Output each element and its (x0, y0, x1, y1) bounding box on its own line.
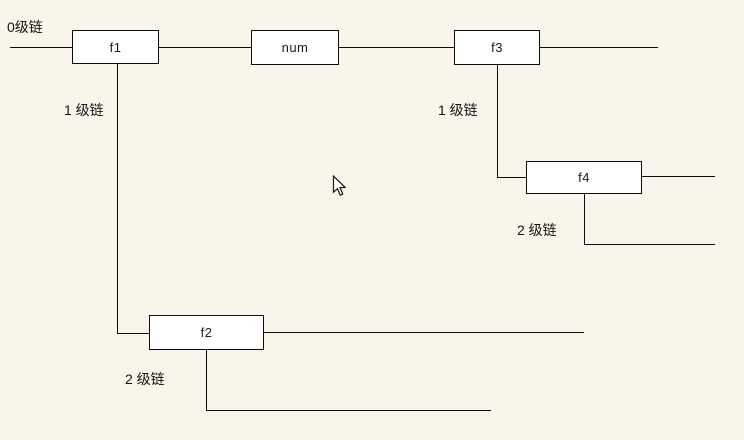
f4-bottom-right-link (584, 244, 715, 245)
main-chain-seg-3 (339, 47, 454, 48)
main-chain-seg-2 (159, 47, 251, 48)
f2-bottom-link (206, 410, 491, 411)
node-f2: f2 (149, 315, 264, 350)
node-f3: f3 (454, 30, 540, 65)
node-f1: f1 (72, 30, 159, 64)
main-chain-seg-4 (540, 47, 658, 48)
chain-2-label-left: 2 级链 (125, 371, 165, 387)
main-chain-seg-1 (10, 47, 72, 48)
f2-down-link (206, 350, 207, 410)
f3-to-f4-link (497, 177, 526, 178)
chain-2-label-right: 2 级链 (517, 222, 557, 238)
node-f4: f4 (526, 161, 642, 194)
f4-down-link (584, 194, 585, 244)
chain-1-label-right: 1 级链 (438, 102, 478, 118)
node-num: num (251, 30, 339, 65)
f2-right-link (264, 332, 584, 333)
f1-down-link (117, 64, 118, 333)
mouse-cursor-icon (332, 175, 346, 196)
f1-to-f2-link (117, 333, 149, 334)
chain-1-label-left: 1 级链 (64, 102, 104, 118)
f4-right-link (642, 176, 715, 177)
chain-0-label: 0级链 (7, 19, 43, 35)
f3-down-link (497, 65, 498, 177)
